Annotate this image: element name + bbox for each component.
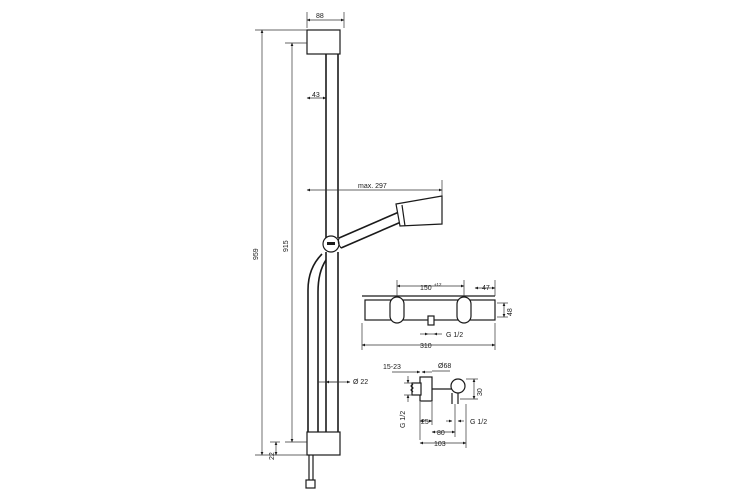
shower-head	[395, 195, 443, 227]
dim-thermo-thread: G 1/2	[446, 332, 463, 339]
thermostat-dimensions: 150 ±12 47 48 G 1/2 310	[361, 280, 514, 350]
dim-rail-offset: 43	[312, 92, 320, 99]
hose-inner	[317, 259, 327, 432]
dim-max-reach: max. 297	[358, 183, 387, 190]
slider-mark	[327, 242, 335, 245]
hose-nut	[305, 479, 316, 489]
rail-top-cap	[306, 29, 341, 55]
outlet-stub	[411, 382, 422, 396]
shower-rail-drawing	[305, 29, 443, 489]
outlet-body-circle	[450, 378, 466, 394]
dim-thermo-length: 310	[420, 343, 432, 350]
dim-thermo-tolerance: ±12	[434, 282, 442, 287]
dim-thermo-centers: 150	[420, 285, 432, 292]
shower-handle-joint	[337, 237, 342, 249]
outlet-plate	[419, 376, 433, 402]
dim-outlet-diameter: Ø68	[438, 363, 451, 370]
rail-dimensions: 88 43 max. 297 959 915 22 Ø 22	[253, 12, 443, 460]
thermo-outlet	[427, 315, 435, 326]
wall-outlet-dimensions: 15-23 Ø68 G 1/2 30 G 1/2 25 80 103	[383, 363, 487, 448]
dim-rail-width: 88	[316, 13, 324, 20]
dim-base-height: 22	[269, 452, 276, 460]
dim-rail-diameter: Ø 22	[353, 379, 368, 386]
dim-outlet-thread-right: G 1/2	[470, 419, 487, 426]
hose-outer	[307, 253, 323, 432]
dim-thermo-depth: 47	[482, 285, 490, 292]
shower-handle-top	[338, 211, 400, 239]
thermostat-drawing	[362, 295, 496, 326]
dim-outlet-thread-left: G 1/2	[400, 411, 407, 428]
dim-rail-height: 915	[283, 240, 290, 252]
shower-handle-bottom	[340, 221, 402, 249]
dim-outlet-h: 30	[477, 388, 484, 396]
dim-outlet-25: 25	[421, 419, 429, 426]
rail-bottom-bracket	[306, 431, 341, 456]
dim-thermo-height: 48	[507, 308, 514, 316]
shower-head-ring	[401, 204, 406, 227]
hose-end	[308, 455, 314, 480]
outlet-thread-mark	[410, 383, 414, 393]
dim-outlet-80: 80	[437, 430, 445, 437]
thermo-connector-left	[389, 296, 405, 324]
wall-outlet-drawing	[410, 376, 466, 404]
dim-outlet-range: 15-23	[383, 364, 401, 371]
dim-outlet-103: 103	[434, 441, 446, 448]
dim-total-height: 959	[253, 248, 260, 260]
thermo-connector-right	[456, 296, 472, 324]
